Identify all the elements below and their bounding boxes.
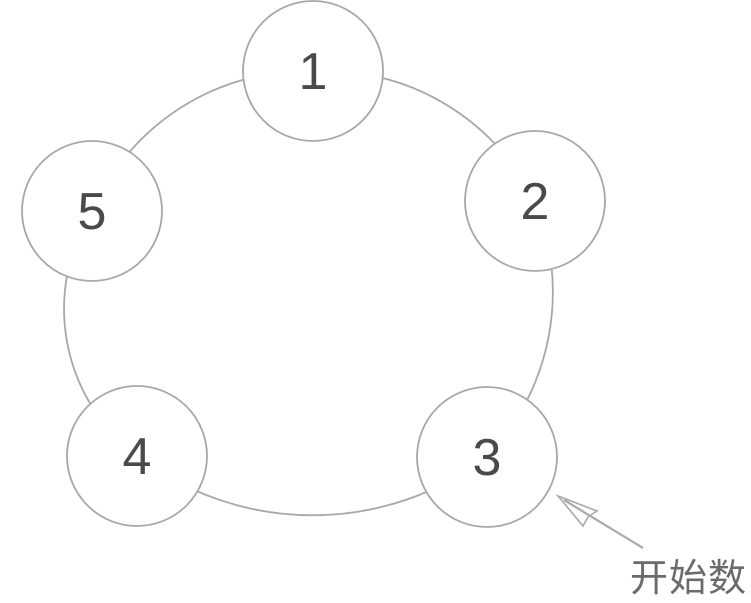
node-2-circle (464, 130, 606, 272)
start-pointer-arrow (555, 494, 644, 549)
circle-node-1: 1 (242, 0, 384, 142)
circle-node-5: 5 (21, 140, 163, 282)
node-1-label: 1 (299, 43, 328, 101)
node-3-circle (416, 386, 558, 528)
circle-node-3: 3 (416, 386, 558, 528)
node-1-circle (242, 0, 384, 142)
annotation-label: 开始数 (630, 558, 747, 600)
node-5-circle (21, 140, 163, 282)
arrow-shaft (563, 499, 644, 549)
node-4-circle (66, 385, 208, 527)
circle-node-2: 2 (464, 130, 606, 272)
node-5-label: 5 (78, 183, 107, 241)
circle-node-4: 4 (66, 385, 208, 527)
node-2-label: 2 (521, 173, 550, 231)
node-4-label: 4 (123, 428, 152, 486)
node-3-label: 3 (473, 429, 502, 487)
